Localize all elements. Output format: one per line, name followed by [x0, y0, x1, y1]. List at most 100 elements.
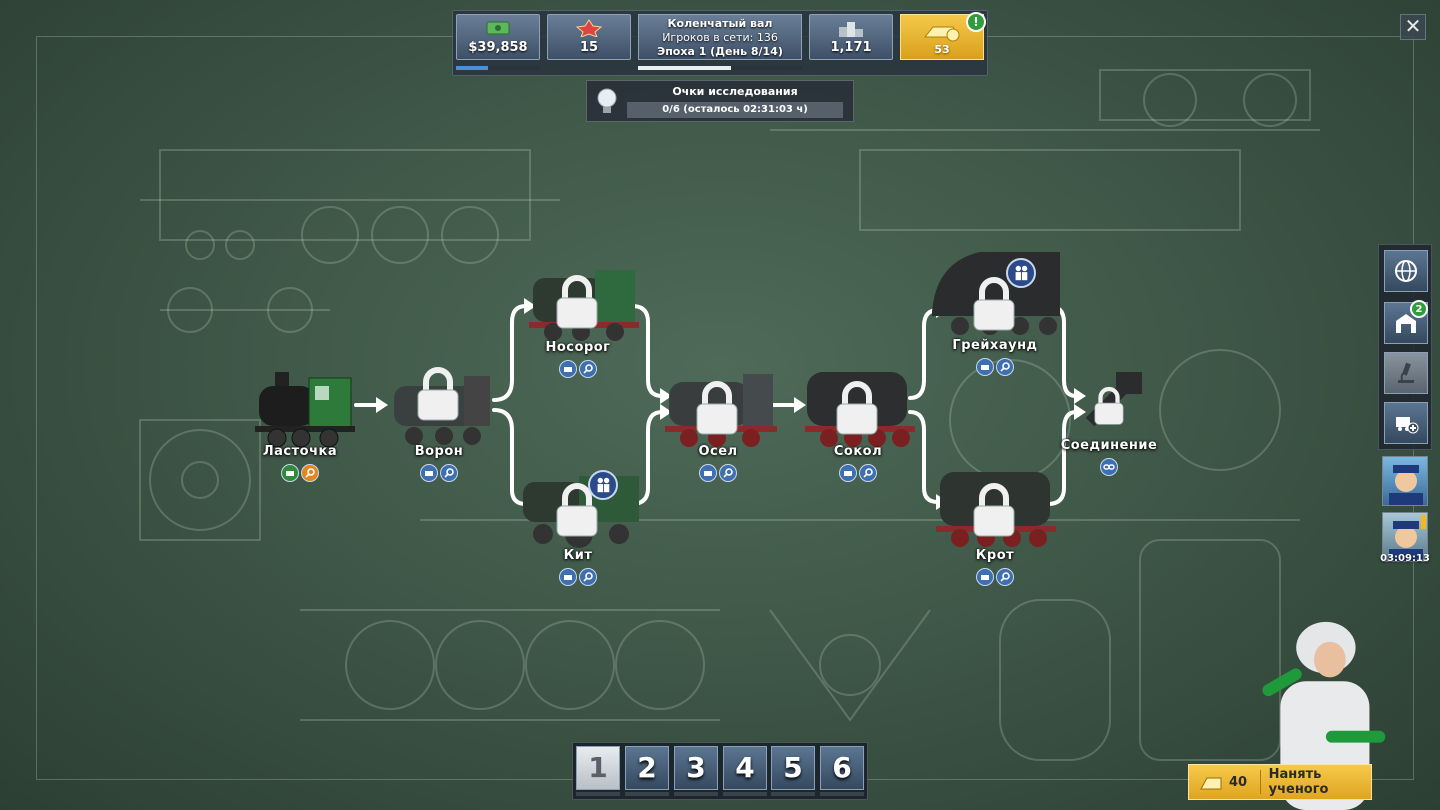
node-sokol[interactable]: Сокол	[783, 352, 933, 492]
tab-page-4[interactable]: 4	[723, 746, 767, 790]
research-title: Очки исследования	[672, 85, 798, 98]
depot-icon	[1396, 314, 1416, 333]
research-wrench-icon	[301, 464, 319, 482]
money-value: $39,858	[468, 40, 528, 55]
node-badges	[643, 464, 793, 482]
tab-page-2[interactable]: 2	[625, 746, 669, 790]
node-kit[interactable]: Кит	[503, 452, 653, 592]
podium-icon	[839, 22, 863, 37]
tab-indicator	[625, 792, 669, 796]
node-nosorog[interactable]: Носорог	[503, 248, 653, 388]
lock-icon	[973, 483, 1015, 537]
research-wrench-icon	[859, 464, 877, 482]
node-label: Носорог	[545, 340, 611, 355]
cash-icon	[486, 21, 510, 35]
level-emblem-icon	[575, 19, 603, 37]
lock-icon	[973, 277, 1015, 331]
node-label: Крот	[975, 548, 1015, 563]
conductor-portrait-icon	[1389, 465, 1423, 505]
node-label: Соединение	[1060, 438, 1158, 453]
node-soedinenie[interactable]: Соединение	[1034, 352, 1184, 492]
microscope-icon	[1398, 362, 1414, 383]
node-badges	[920, 358, 1070, 376]
lock-icon	[836, 381, 878, 435]
hire-cost: 40	[1229, 774, 1248, 790]
research-wrench-icon	[579, 360, 597, 378]
tree-page-tabs	[572, 742, 868, 800]
globe-icon	[1395, 260, 1417, 282]
hire-label: Нанять ученого	[1268, 767, 1329, 797]
lock-icon	[417, 367, 459, 421]
tab-page-6[interactable]: 6	[820, 746, 864, 790]
research-wrench-icon	[996, 568, 1014, 586]
players-online: Игроков в сети: 136	[662, 31, 778, 44]
conductor-avatar-timed[interactable]	[1382, 512, 1428, 562]
conductor-avatar[interactable]	[1382, 456, 1428, 506]
conductor-portrait-icon	[1389, 515, 1426, 561]
speed-upgrade-icon	[559, 360, 577, 378]
train-add-icon	[1396, 417, 1419, 434]
rank-value: 1,171	[830, 40, 872, 55]
research-points-panel: Очки исследования 0/6 (осталось 02:31:03…	[586, 80, 854, 122]
money-progress-bar	[456, 66, 540, 70]
locomotive-lastochka-image	[255, 372, 355, 448]
lock-icon	[696, 381, 738, 435]
tab-indicator	[674, 792, 718, 796]
speed-upgrade-icon	[281, 464, 299, 482]
speed-upgrade-icon	[839, 464, 857, 482]
node-badges	[1034, 458, 1184, 476]
node-krot[interactable]: Крот	[920, 452, 1070, 592]
node-label: Кит	[563, 548, 593, 563]
tab-page-1[interactable]: 1	[576, 746, 620, 790]
research-wrench-icon	[579, 568, 597, 586]
world-map-button[interactable]	[1384, 250, 1428, 292]
lock-icon	[556, 275, 598, 329]
node-osel[interactable]: Осел	[643, 352, 793, 492]
gold-alert-badge[interactable]: !	[966, 12, 986, 32]
node-badges	[503, 360, 653, 378]
node-badges	[783, 464, 933, 482]
hire-scientist-button[interactable]: 40 Нанять ученого	[1188, 764, 1372, 800]
gold-bar-icon	[1200, 777, 1222, 790]
tab-indicator	[723, 792, 767, 796]
research-wrench-icon	[440, 464, 458, 482]
epoch-progress-fill	[638, 66, 732, 70]
node-lastochka[interactable]: Ласточка	[225, 352, 375, 492]
add-train-button[interactable]	[1384, 402, 1428, 444]
node-badges	[364, 464, 514, 482]
research-lab-button[interactable]	[1384, 352, 1428, 394]
passenger-icon	[1006, 258, 1036, 288]
depot-count-badge: 2	[1410, 300, 1428, 318]
tab-indicator	[576, 792, 620, 796]
node-label: Сокол	[833, 444, 883, 459]
epoch-progress-bar	[638, 66, 802, 70]
tab-page-5[interactable]: 5	[771, 746, 815, 790]
level-display[interactable]: 15	[547, 14, 631, 60]
node-label: Ласточка	[262, 444, 338, 459]
link-icon	[1100, 458, 1118, 476]
avatar-timer: 03:09:13	[1380, 553, 1430, 564]
close-button[interactable]: ✕	[1400, 14, 1426, 40]
server-name: Коленчатый вал	[667, 17, 773, 30]
money-progress-fill	[456, 66, 488, 70]
research-points-value: 0/6 (осталось 02:31:03 ч)	[627, 102, 843, 118]
node-label: Грейхаунд	[952, 338, 1038, 353]
gold-bars-icon	[923, 26, 960, 42]
research-wrench-icon	[996, 358, 1014, 376]
research-wrench-icon	[719, 464, 737, 482]
speed-upgrade-icon	[976, 568, 994, 586]
tab-page-3[interactable]: 3	[674, 746, 718, 790]
tab-indicator	[820, 792, 864, 796]
lock-icon	[1094, 386, 1124, 425]
node-badges	[225, 464, 375, 482]
speed-upgrade-icon	[699, 464, 717, 482]
lightbulb-icon	[597, 88, 617, 113]
lock-icon	[556, 483, 598, 537]
server-info[interactable]: Коленчатый вал Игроков в сети: 136 Эпоха…	[638, 14, 802, 60]
money-display[interactable]: $39,858	[456, 14, 540, 60]
rank-display[interactable]: 1,171	[809, 14, 893, 60]
passenger-icon	[588, 470, 618, 500]
node-badges	[920, 568, 1070, 586]
gold-value: 53	[934, 43, 950, 56]
node-voron[interactable]: Ворон	[364, 352, 514, 492]
